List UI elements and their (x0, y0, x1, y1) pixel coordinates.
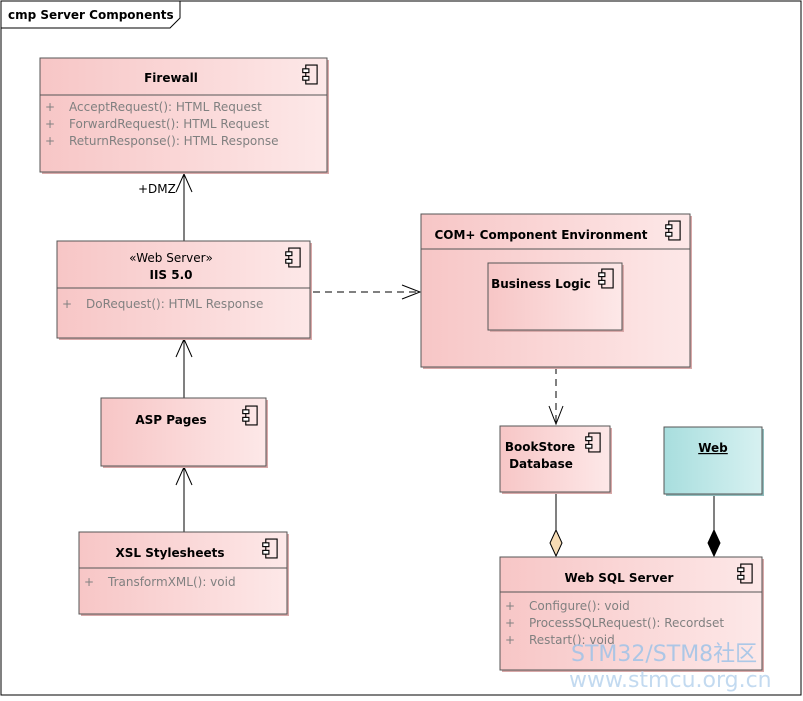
bookstore-name-line2: Database (509, 457, 573, 471)
svg-text:+: + (45, 134, 55, 148)
iis-stereotype: «Web Server» (129, 251, 213, 265)
bookstore-name-line1: BookStore (505, 440, 575, 454)
svg-text:+: + (505, 633, 515, 647)
firewall-name: Firewall (144, 71, 198, 85)
svg-text:+: + (505, 616, 515, 630)
component-firewall[interactable]: Firewall + AcceptRequest(): HTML Request… (39, 57, 329, 174)
xsl-name: XSL Stylesheets (115, 546, 224, 560)
operation: ReturnResponse(): HTML Response (69, 134, 279, 148)
node-web[interactable]: Web (663, 426, 764, 496)
watermark-line1: STM32/STM8社区 (571, 642, 757, 667)
operation: ProcessSQLRequest(): Recordset (529, 616, 724, 630)
business-name: Business Logic (491, 277, 591, 291)
component-web-sql-server[interactable]: Web SQL Server + Configure(): void + Pro… (499, 556, 764, 672)
svg-text:+: + (45, 100, 55, 114)
connector-iis-firewall[interactable] (175, 172, 193, 241)
component-business-logic[interactable]: Business Logic (487, 262, 624, 332)
websql-operations: + Configure(): void + ProcessSQLRequest(… (505, 599, 724, 647)
composition-web-websql[interactable] (707, 495, 721, 558)
operation: Restart(): void (529, 633, 615, 647)
svg-text:+: + (62, 297, 72, 311)
firewall-operations: + AcceptRequest(): HTML Request + Forwar… (45, 100, 279, 148)
connector-xsl-asp[interactable] (175, 465, 193, 532)
operation: DoRequest(): HTML Response (86, 297, 263, 311)
svg-text:+: + (45, 117, 55, 131)
web-name: Web (698, 441, 728, 455)
component-xsl-stylesheets[interactable]: XSL Stylesheets + TransformXML(): void (78, 531, 289, 616)
operation: ForwardRequest(): HTML Request (69, 117, 269, 131)
svg-text:+: + (505, 599, 515, 613)
component-asp-pages[interactable]: ASP Pages (100, 397, 268, 468)
component-bookstore-database[interactable]: BookStore Database (499, 425, 612, 494)
com-name: COM+ Component Environment (434, 228, 647, 242)
component-com-environment[interactable]: COM+ Component Environment (420, 213, 692, 369)
iis-name: IIS 5.0 (149, 268, 192, 282)
watermark: STM32/STM8社区 www.stmcu.org.cn (569, 642, 772, 693)
svg-text:+: + (84, 575, 94, 589)
asp-name: ASP Pages (135, 413, 206, 427)
dmz-label: +DMZ (138, 182, 176, 196)
operation: AcceptRequest(): HTML Request (69, 100, 262, 114)
aggregation-bookstore-websql[interactable] (549, 493, 563, 558)
dependency-iis-com[interactable] (313, 284, 422, 300)
websql-name: Web SQL Server (565, 571, 674, 585)
operation: Configure(): void (529, 599, 630, 613)
operation: TransformXML(): void (107, 575, 236, 589)
connector-asp-iis[interactable] (175, 337, 193, 398)
component-iis[interactable]: «Web Server» IIS 5.0 + DoRequest(): HTML… (56, 240, 312, 340)
watermark-line2: www.stmcu.org.cn (569, 668, 772, 693)
frame-title: cmp Server Components (8, 8, 174, 22)
